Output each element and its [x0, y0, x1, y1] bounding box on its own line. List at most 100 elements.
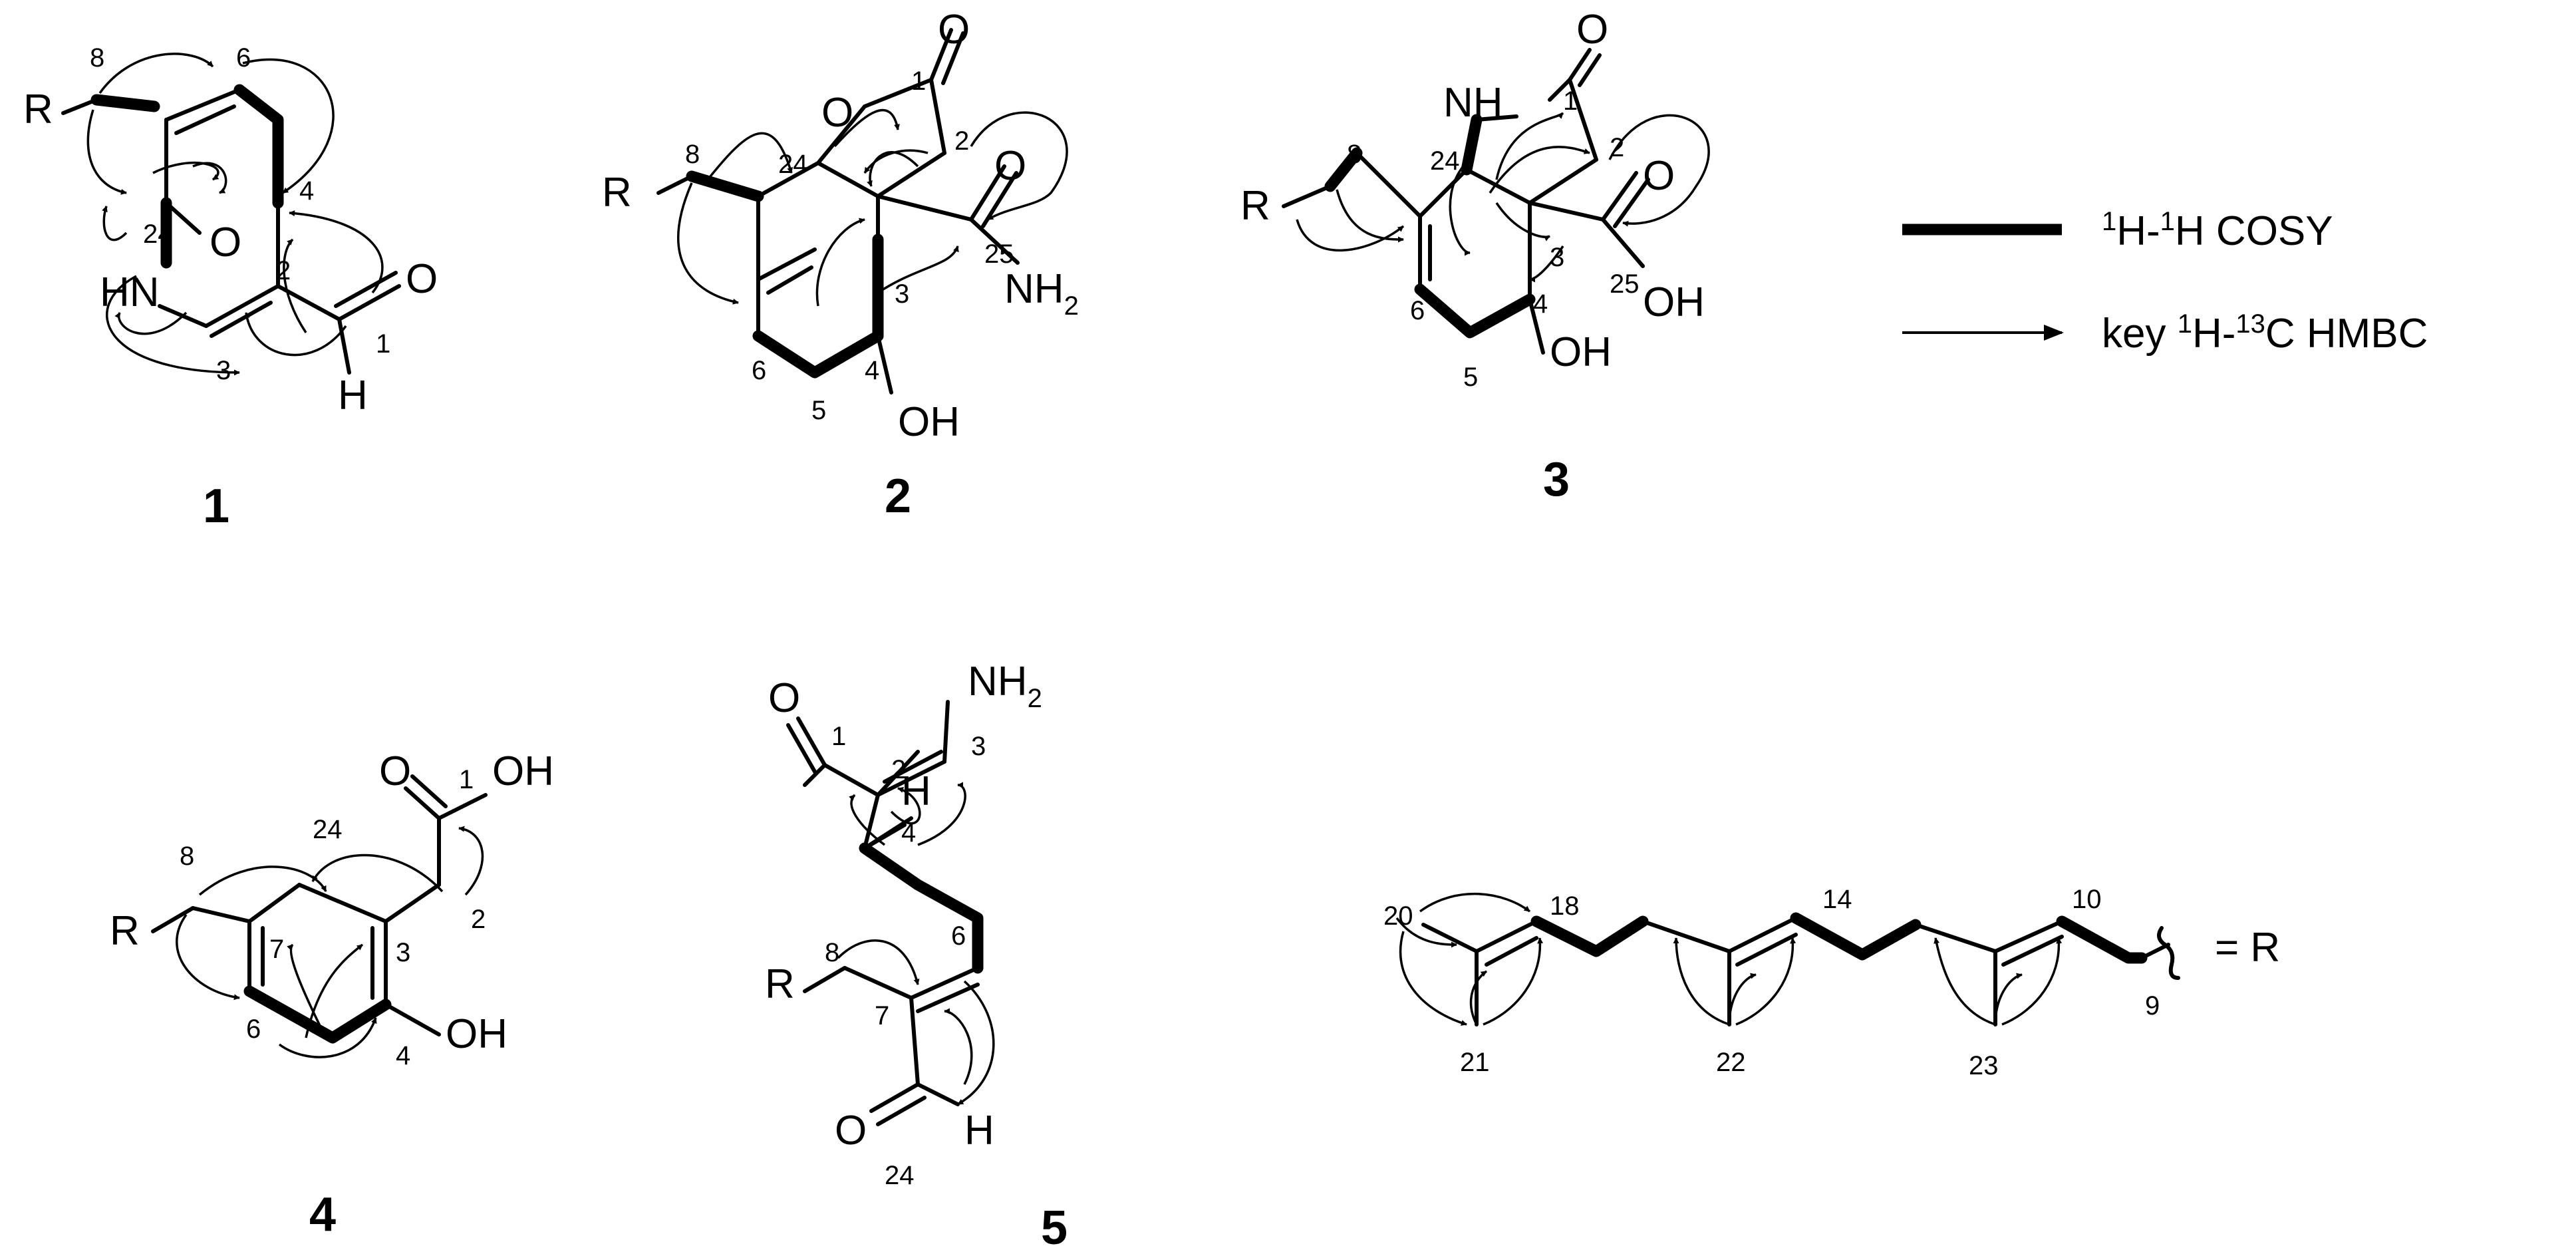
compound-5: R NH2 O H O H 8 6 7 4 2 3 1 24 5 [765, 659, 1068, 1252]
svg-text:7: 7 [269, 935, 284, 964]
svg-text:24: 24 [1430, 146, 1460, 176]
atom-oh: OH [492, 748, 554, 794]
svg-text:25: 25 [984, 239, 1014, 269]
svg-text:18: 18 [1550, 891, 1580, 921]
cosy-bond [243, 985, 392, 1044]
cosy-bond [233, 84, 284, 209]
atom-h: H [964, 1108, 994, 1154]
hmbc-legend-label: key 1H-13C HMBC [2102, 309, 2428, 357]
cosy-bond [1530, 915, 1649, 957]
svg-text:8: 8 [685, 140, 700, 169]
atom-o: O [835, 1108, 867, 1154]
svg-text:9: 9 [2145, 991, 2160, 1020]
svg-text:1: 1 [459, 765, 474, 794]
atom-r: R [765, 961, 795, 1007]
atom-oh: OH [446, 1011, 507, 1057]
atom-r: R [23, 86, 53, 132]
svg-text:2: 2 [471, 905, 486, 934]
atom-r: R [110, 908, 140, 954]
r-group-equals-label: = R [2215, 925, 2280, 971]
atom-o: O [406, 256, 438, 302]
atom-o: O [938, 7, 970, 53]
svg-text:10: 10 [2072, 885, 2102, 914]
svg-text:3: 3 [1550, 243, 1564, 272]
svg-text:4: 4 [901, 818, 916, 848]
atom-o: O [210, 220, 241, 265]
atom-nh2: NH2 [968, 659, 1042, 713]
svg-text:23: 23 [1969, 1051, 1999, 1080]
legend: 1H-1H COSY key 1H-13C HMBC [1902, 207, 2428, 357]
atom-o: O [994, 143, 1026, 189]
atom-oh: OH [1550, 329, 1612, 375]
svg-text:2: 2 [1610, 133, 1624, 162]
svg-text:24: 24 [885, 1161, 915, 1190]
atom-h: H [901, 768, 931, 814]
svg-text:4: 4 [396, 1041, 410, 1070]
svg-text:24: 24 [778, 150, 808, 179]
svg-text:20: 20 [1383, 901, 1413, 931]
svg-text:6: 6 [951, 921, 966, 951]
svg-text:6: 6 [236, 43, 251, 73]
atom-r: R [1240, 183, 1270, 229]
atom-nh: NH [1443, 80, 1503, 126]
compound-label: 5 [1041, 1201, 1068, 1252]
compound-3: R NH O O OH OH 8 24 1 2 3 25 6 4 5 3 [1240, 7, 1710, 506]
svg-text:6: 6 [246, 1015, 261, 1044]
atom-o: O [1576, 7, 1608, 53]
atom-o: O [1643, 153, 1675, 199]
atom-o: O [768, 675, 800, 721]
svg-text:4: 4 [865, 356, 879, 385]
compound-label: 2 [885, 470, 911, 523]
svg-text:5: 5 [1463, 363, 1478, 392]
svg-text:1: 1 [831, 722, 846, 751]
svg-text:3: 3 [971, 732, 986, 761]
atom-o: O [821, 90, 853, 136]
svg-text:8: 8 [825, 938, 839, 967]
svg-text:2: 2 [891, 755, 906, 784]
atom-oh: OH [898, 399, 960, 445]
svg-text:25: 25 [1610, 269, 1640, 299]
cosy-bond [90, 94, 160, 112]
compound-label: 3 [1543, 453, 1570, 506]
svg-text:8: 8 [90, 43, 104, 73]
svg-text:8: 8 [1347, 140, 1361, 169]
svg-text:6: 6 [752, 356, 766, 385]
r-group: = R 20 18 14 10 9 21 22 23 [1383, 885, 2280, 1080]
svg-text:1: 1 [911, 67, 926, 96]
svg-text:6: 6 [1410, 296, 1425, 325]
svg-text:4: 4 [1533, 289, 1548, 319]
atom-oh: OH [1643, 279, 1705, 325]
atom-o: O [379, 748, 411, 794]
cosy-legend-label: 1H-1H COSY [2102, 207, 2333, 254]
svg-text:7: 7 [875, 1001, 889, 1030]
svg-text:2: 2 [954, 126, 969, 156]
svg-text:1: 1 [376, 329, 390, 359]
svg-text:3: 3 [396, 938, 410, 967]
svg-text:3: 3 [895, 279, 909, 309]
svg-text:5: 5 [811, 396, 826, 425]
cosy-bond [2056, 915, 2148, 964]
svg-text:4: 4 [299, 176, 314, 206]
atom-r: R [602, 170, 632, 216]
cosy-bond [1414, 283, 1536, 339]
svg-text:22: 22 [1716, 1048, 1746, 1077]
cosy-bond [1461, 114, 1483, 176]
atom-h: H [338, 373, 368, 418]
cosy-bond [859, 842, 984, 974]
cosy-bond [1790, 912, 1922, 961]
compound-label: 1 [203, 480, 229, 533]
svg-text:2: 2 [276, 256, 291, 285]
compound-1: R HN O O H 8 6 4 24 2 3 1 1 [23, 43, 438, 533]
compound-4: R O OH OH 8 24 1 2 3 7 6 4 4 [110, 748, 554, 1241]
svg-text:24: 24 [313, 815, 343, 844]
compound-label: 4 [309, 1188, 336, 1241]
atom-nh2: NH2 [1004, 266, 1079, 321]
compound-2: R O O O NH2 OH 8 24 1 2 3 25 6 4 5 2 [602, 7, 1079, 523]
svg-text:21: 21 [1460, 1048, 1490, 1077]
svg-text:1: 1 [1563, 86, 1578, 116]
svg-text:3: 3 [216, 356, 231, 385]
cosy-bond [686, 170, 764, 202]
atom-hn: HN [100, 269, 160, 315]
cosy-bond [1324, 147, 1363, 192]
